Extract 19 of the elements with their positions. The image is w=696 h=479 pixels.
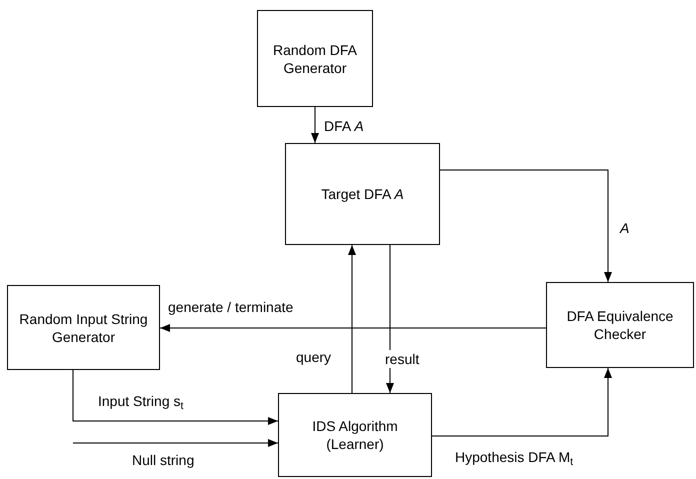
node-label: Random DFA Generator: [272, 40, 358, 76]
arrow: [72, 439, 278, 447]
arrow: [386, 244, 394, 394]
node-label: Random Input String Generator: [18, 310, 149, 346]
process-box: [285, 143, 440, 245]
process-box: [278, 393, 432, 477]
arrow: [72, 370, 278, 425]
arrow: [160, 324, 546, 332]
node-label: DFA Equivalence Checker: [566, 307, 674, 343]
process-box: [7, 285, 160, 370]
node-label: IDS Algorithm (Learner): [311, 417, 399, 453]
arrow: [311, 106, 319, 144]
node-label: Target DFA A: [321, 185, 404, 203]
edge-label: result: [385, 350, 420, 368]
arrow: [440, 170, 612, 282]
process-box: [546, 282, 694, 368]
process-box: [257, 10, 373, 107]
arrow: [348, 244, 356, 394]
arrow: [432, 368, 612, 436]
